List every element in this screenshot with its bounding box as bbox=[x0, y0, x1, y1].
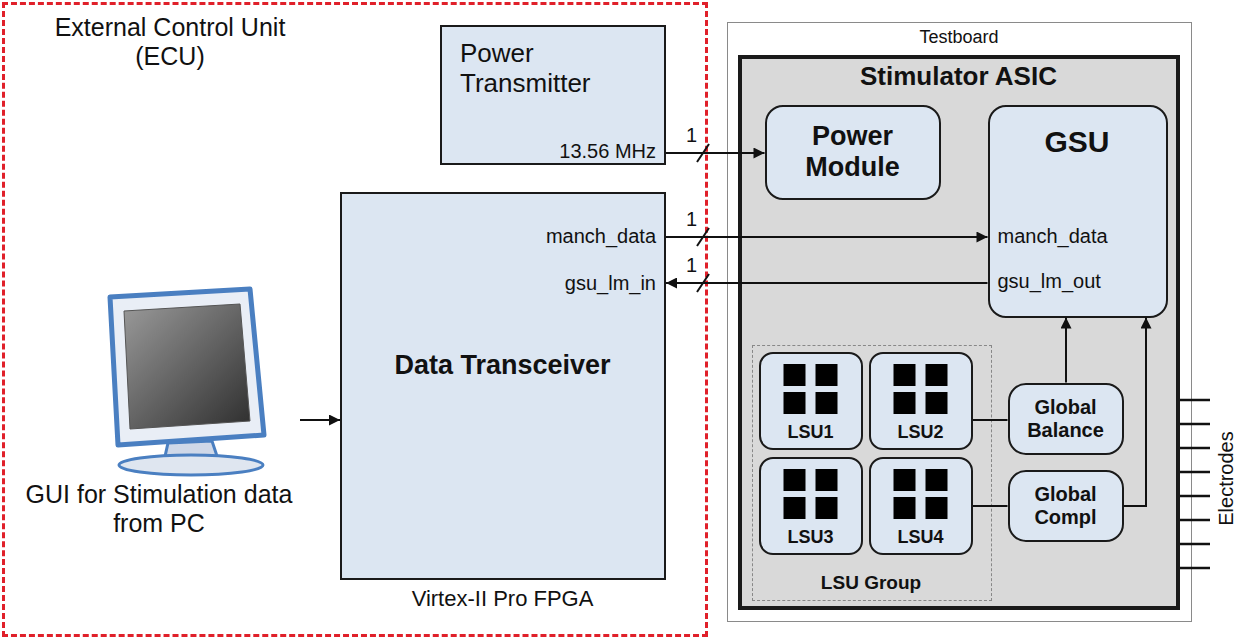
electrode-pin bbox=[1180, 423, 1210, 426]
node-title: LSU1 bbox=[761, 422, 860, 443]
node-text: Data Transceiver bbox=[342, 350, 663, 381]
electrode-pin bbox=[1180, 567, 1210, 570]
node-title: Global Compl bbox=[1010, 472, 1122, 540]
electrode-wires bbox=[1180, 400, 1210, 568]
unit-box: LSU1 bbox=[759, 352, 863, 450]
computer-icon-box: GUI for Stimulation data from PC bbox=[18, 285, 300, 585]
board-outline: Power ModuleGSUmanch_datagsu_lm_outLSU1L… bbox=[727, 22, 1192, 622]
node-title: LSU Group bbox=[753, 572, 990, 594]
node-title: manch_data bbox=[546, 225, 656, 248]
electrode-pin bbox=[1180, 399, 1210, 402]
node-text: manch_data bbox=[998, 225, 1108, 248]
node-title: GSU bbox=[990, 125, 1165, 160]
unit-box: LSU2 bbox=[869, 352, 973, 450]
electrode-pin bbox=[1180, 543, 1210, 546]
node-title: LSU3 bbox=[761, 527, 860, 548]
signal-connector bbox=[666, 236, 988, 238]
unit-box: LSU3 bbox=[759, 457, 863, 555]
electrode-pin bbox=[1180, 519, 1210, 522]
node-title: Power Module bbox=[767, 107, 939, 198]
process-box: Power Transmitter 13.56 MHz bbox=[440, 25, 666, 165]
module-box: Power Module bbox=[765, 105, 941, 200]
electrode-pin bbox=[1180, 471, 1210, 474]
node-title: Testboard bbox=[728, 27, 1190, 48]
electrode-pin bbox=[1180, 495, 1210, 498]
monitor-icon bbox=[18, 285, 300, 480]
module-box: Global Compl bbox=[1008, 470, 1124, 542]
cell-squares bbox=[761, 354, 860, 420]
node-title: LSU2 bbox=[871, 422, 970, 443]
bus-width-label: 1 bbox=[686, 124, 697, 147]
node-text: gsu_lm_in bbox=[565, 272, 656, 295]
node-title: Stimulator ASIC bbox=[742, 62, 1176, 92]
bus-slash bbox=[697, 274, 709, 292]
side-label: Electrodes bbox=[1215, 431, 1238, 526]
signal-connector bbox=[973, 419, 1008, 421]
node-text: 13.56 MHz bbox=[559, 140, 656, 163]
signal-connector bbox=[666, 282, 988, 284]
electrode-pin bbox=[1180, 447, 1210, 450]
module-box: GSU manch_data gsu_lm_out bbox=[988, 105, 1168, 318]
node-title: External Control Unit (ECU) bbox=[25, 13, 315, 71]
signal-connector bbox=[973, 505, 1008, 507]
group-outline: LSU1 LSU2LSU3 LSU4LSU Group bbox=[752, 345, 992, 601]
bus-slash bbox=[697, 144, 709, 162]
signal-connector bbox=[1124, 318, 1147, 507]
node-title: Global Balance bbox=[1010, 385, 1122, 453]
signal-connector bbox=[666, 152, 765, 154]
ecu-region: Power Transmitter 13.56 MHz manch_data gsu_… bbox=[2, 2, 708, 637]
node-title: LSU4 bbox=[871, 527, 970, 548]
node-title: GUI for Stimulation data from PC bbox=[18, 480, 300, 538]
module-box: Global Balance bbox=[1008, 383, 1124, 455]
node-text: gsu_lm_out bbox=[998, 270, 1101, 293]
chip-box: Power ModuleGSUmanch_datagsu_lm_outLSU1L… bbox=[738, 55, 1180, 610]
cell-squares bbox=[871, 459, 970, 525]
signal-connector bbox=[300, 419, 340, 421]
signal-connector bbox=[1065, 318, 1067, 383]
node-title: Power Transmitter bbox=[460, 39, 650, 99]
bus-width-label: 1 bbox=[686, 254, 697, 277]
cell-squares bbox=[871, 354, 970, 420]
unit-box: LSU4 bbox=[869, 457, 973, 555]
bus-slash bbox=[697, 228, 709, 246]
process-box: manch_datagsu_lm_inData TransceiverVirte… bbox=[340, 192, 666, 580]
cell-squares bbox=[761, 459, 860, 525]
bus-width-label: 1 bbox=[686, 208, 697, 231]
node-text: Virtex-II Pro FPGA bbox=[342, 586, 663, 611]
